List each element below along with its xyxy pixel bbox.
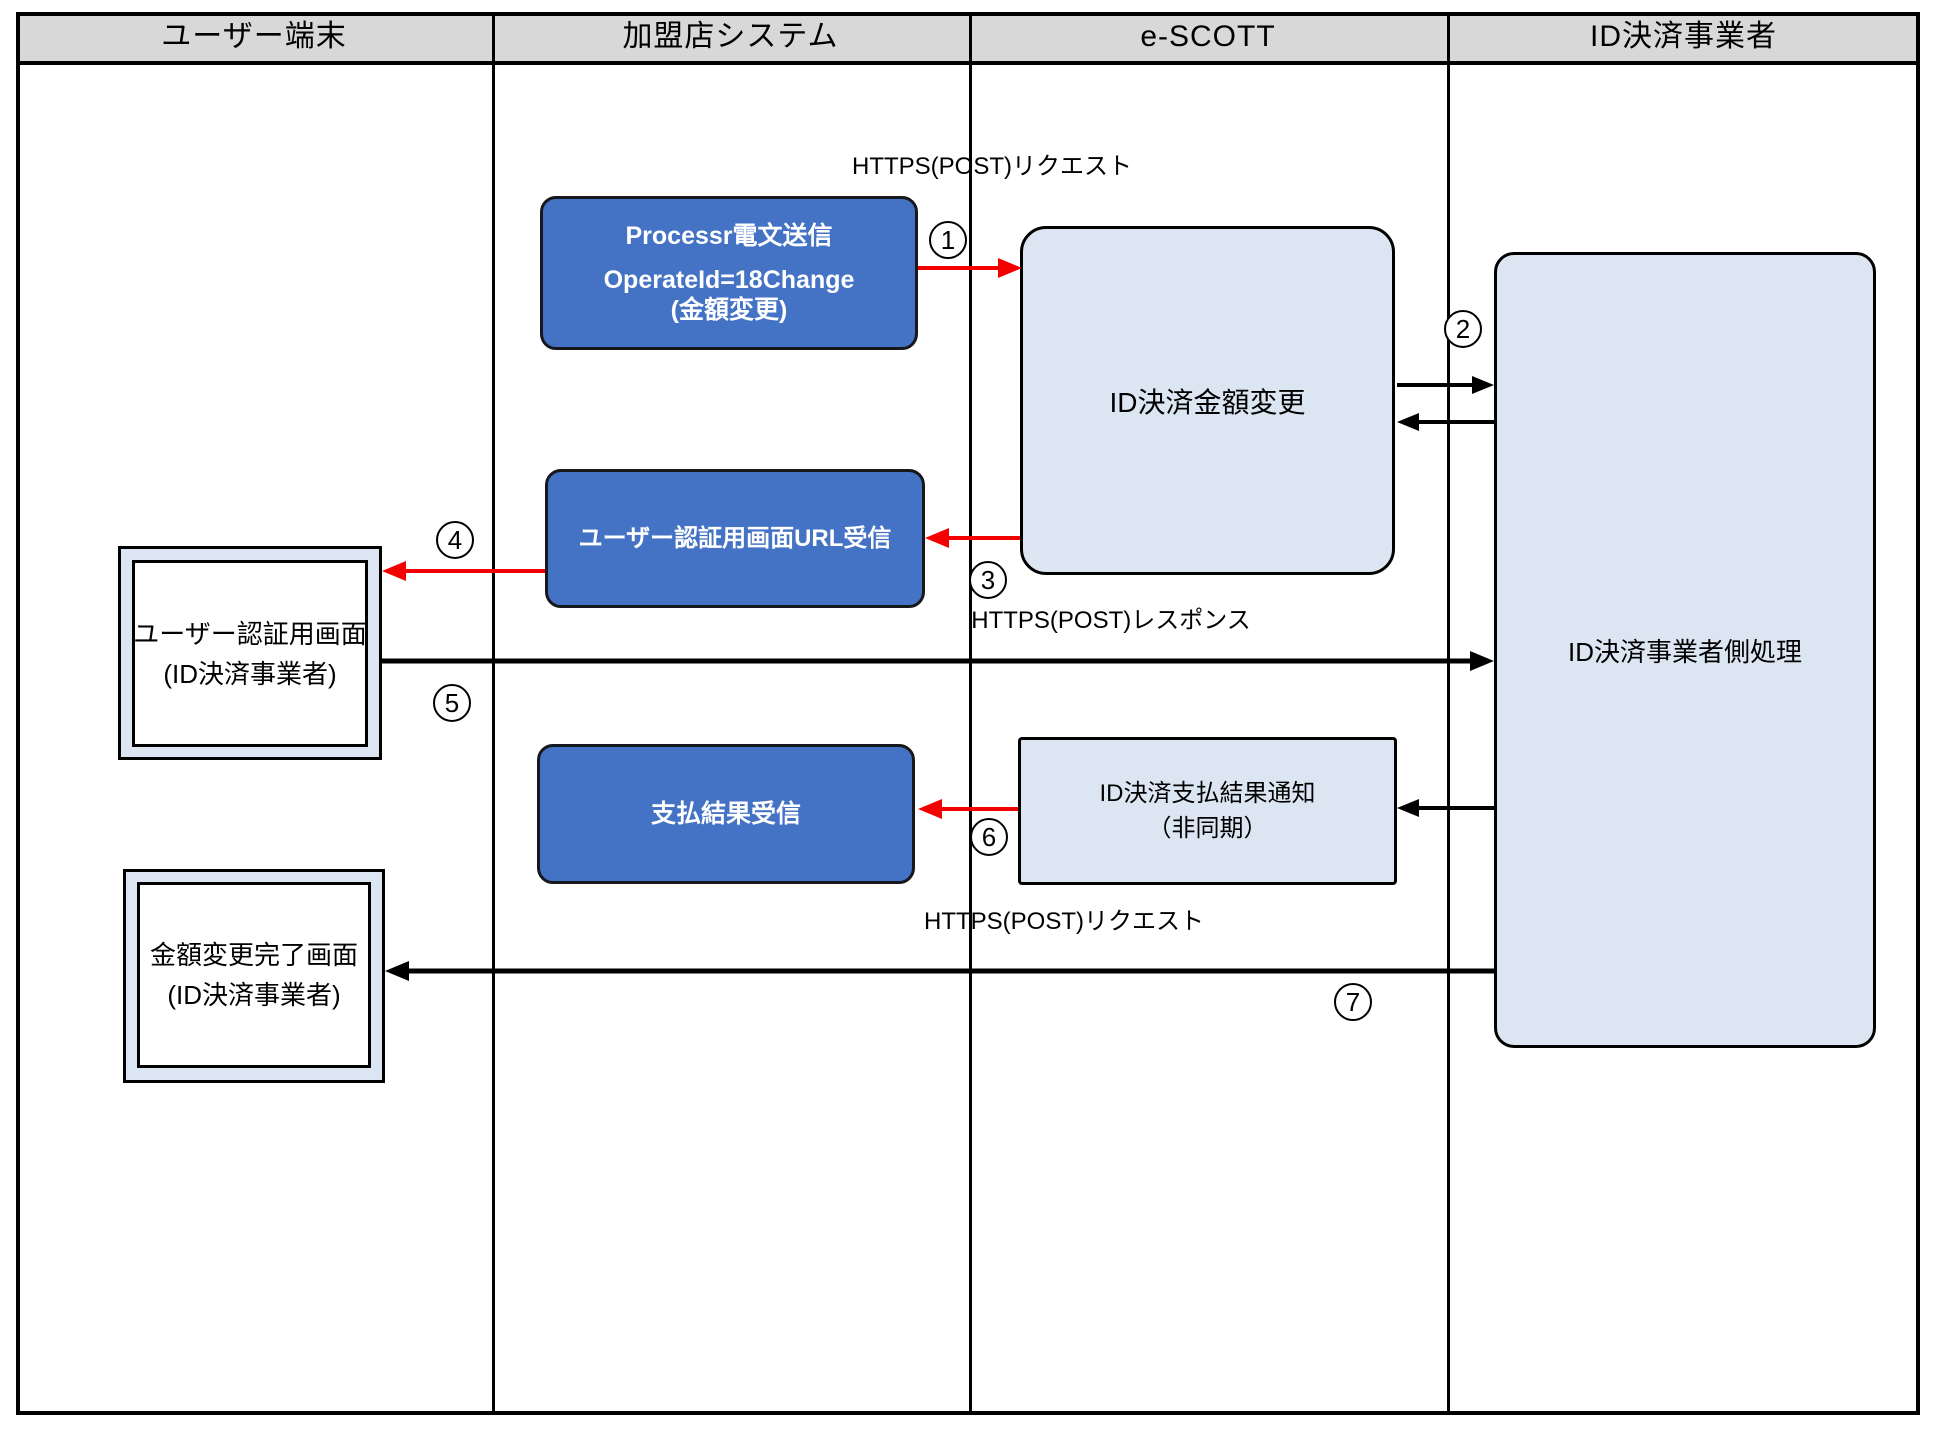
arrow-5-user-to-provider-black [382,651,1494,671]
user-auth-screen-inner: ユーザー認証用画面 (ID決済事業者) [132,560,368,747]
arrow-1-request-red [918,258,1022,278]
arrow-7-provider-to-done-screen-black [385,961,1494,981]
arrow-provider-to-notice-black [1397,799,1494,817]
process-send-line1: Processr電文送信 [625,222,833,250]
amount-change-done-screen-inner: 金額変更完了画面 (ID決済事業者) [137,882,371,1068]
amount-change-done-line1: 金額変更完了画面 [149,940,358,970]
url-receive-label: ユーザー認証用画面URL受信 [578,524,892,552]
user-auth-screen-box: ユーザー認証用画面 (ID決済事業者) [118,546,382,760]
amount-change-done-screen-box: 金額変更完了画面 (ID決済事業者) [123,869,385,1083]
lane-divider-3 [1447,12,1450,1415]
arrow-4-to-user-screen-red [382,561,545,581]
pay-result-receive-box: 支払結果受信 [537,744,915,884]
lane-divider-2 [969,12,972,1415]
process-send-box: Processr電文送信 OperateId=18Change (金額変更) [540,196,918,350]
pay-result-notice-line1: ID決済支払結果通知 [1099,780,1316,807]
process-send-line2: OperateId=18Change [603,266,855,294]
user-auth-screen-line2: (ID決済事業者) [163,658,337,689]
lane-divider-1 [492,12,495,1415]
pay-result-notice-line2: （非同期） [1147,815,1268,842]
provider-side-box: ID決済事業者側処理 [1494,252,1876,1048]
provider-side-label: ID決済事業者側処理 [1567,636,1802,667]
url-receive-box: ユーザー認証用画面URL受信 [545,469,925,608]
id-amount-change-box: ID決済金額変更 [1020,226,1395,575]
step-4-badge: 4 [436,521,474,559]
arrow-2-from-provider-black [1397,413,1494,431]
arrow-2-to-provider-black [1397,376,1494,394]
id-amount-change-label: ID決済金額変更 [1109,386,1306,418]
step-3-badge: 3 [969,561,1007,599]
step-5-badge: 5 [433,684,471,722]
step-7-badge: 7 [1334,983,1372,1021]
user-auth-screen-line1: ユーザー認証用画面 [133,618,367,649]
https-post-request-bottom-label: HTTPS(POST)リクエスト [924,908,1204,935]
lane-header-id-provider: ID決済事業者 [1590,20,1777,53]
arrow-3-response-red [925,528,1020,548]
amount-change-done-line2: (ID決済事業者) [167,980,341,1010]
lane-header-escott: e-SCOTT [1140,20,1276,53]
arrow-6-notice-to-merchant-red [918,799,1018,819]
pay-result-receive-label: 支払結果受信 [650,800,801,828]
process-send-line3: (金額変更) [670,296,788,324]
step-6-badge: 6 [970,818,1008,856]
step-2-badge: 2 [1444,310,1482,348]
https-post-response-label: HTTPS(POST)レスポンス [971,607,1251,634]
lane-header-band [16,12,1920,65]
https-post-request-top-label: HTTPS(POST)リクエスト [852,153,1132,180]
pay-result-notice-box: ID決済支払結果通知 （非同期） [1018,737,1397,885]
step-1-badge: 1 [929,221,967,259]
lane-header-merchant-system: 加盟店システム [622,20,839,53]
lane-header-user-terminal: ユーザー端末 [161,20,347,53]
